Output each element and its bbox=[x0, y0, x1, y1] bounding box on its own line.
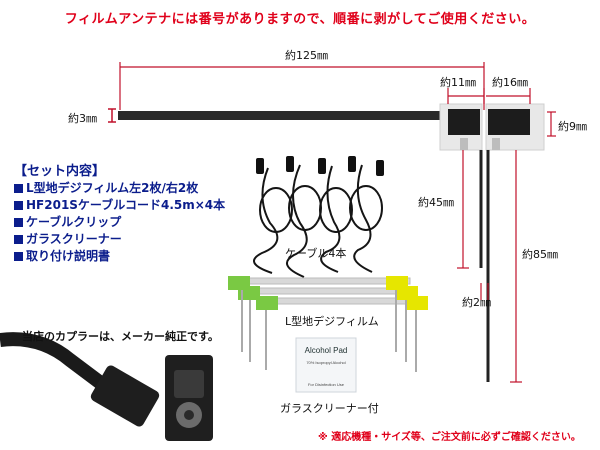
dim-lead-85: 約85㎜ bbox=[522, 248, 558, 261]
dim-strip-height: 約3㎜ bbox=[68, 112, 97, 125]
coupler-note: 当店のカプラーは、メーカー純正です。 bbox=[22, 330, 219, 343]
alcohol-pad bbox=[295, 337, 357, 393]
dimension-line-3mm bbox=[108, 108, 116, 123]
cable-connectors bbox=[256, 156, 384, 176]
dimension-line-85mm bbox=[510, 150, 522, 383]
dim-total-length: 約125㎜ bbox=[285, 49, 328, 62]
set-item: ガラスクリーナー bbox=[14, 231, 225, 248]
set-contents-list: L型地デジフィルム左2枚/右2枚 HF201Sケーブルコード4.5m×4本 ケー… bbox=[14, 180, 225, 265]
bottom-notice: ※ 適応機種・サイズ等、ご注文前に必ずご確認ください。 bbox=[318, 432, 581, 443]
dim-right-block: 約16㎜ bbox=[492, 76, 528, 89]
dim-lead-45: 約45㎜ bbox=[418, 196, 454, 209]
film-strip bbox=[118, 111, 450, 120]
top-notice: フィルムアンテナには番号がありますので、順番に剥がしてご使用ください。 bbox=[64, 12, 536, 27]
dim-pitch: 約2㎜ bbox=[462, 296, 491, 309]
set-item: L型地デジフィルム左2枚/右2枚 bbox=[14, 180, 225, 197]
coupler-photo-left bbox=[0, 332, 160, 427]
dimension-line-9mm bbox=[547, 111, 556, 137]
alcohol-pad-foot: For Disinfection Use bbox=[307, 382, 344, 387]
dimension-line-11mm-16mm bbox=[447, 88, 531, 104]
caption-cables: ケーブル4本 bbox=[285, 247, 347, 260]
set-contents-title: 【セット内容】 bbox=[14, 164, 106, 179]
set-item: ケーブルクリップ bbox=[14, 214, 225, 231]
set-item: 取り付け説明書 bbox=[14, 248, 225, 265]
l-shaped-films bbox=[228, 276, 428, 372]
alcohol-pad-title: Alcohol Pad bbox=[304, 346, 348, 355]
set-item: HF201Sケーブルコード4.5m×4本 bbox=[14, 197, 225, 214]
dim-block-height: 約9㎜ bbox=[558, 120, 587, 133]
caption-film: L型地デジフィルム bbox=[285, 315, 379, 328]
dimension-line-2mm bbox=[480, 283, 489, 300]
dim-left-block: 約11㎜ bbox=[440, 76, 476, 89]
coupler-photo-right bbox=[165, 355, 213, 441]
alcohol-pad-sub: 70% Isopropyl Alcohol bbox=[306, 360, 346, 365]
cable-coils bbox=[253, 164, 383, 278]
dimension-line-total bbox=[119, 62, 485, 110]
caption-cleaner: ガラスクリーナー付 bbox=[280, 402, 379, 415]
dimension-line-45mm bbox=[457, 150, 469, 269]
